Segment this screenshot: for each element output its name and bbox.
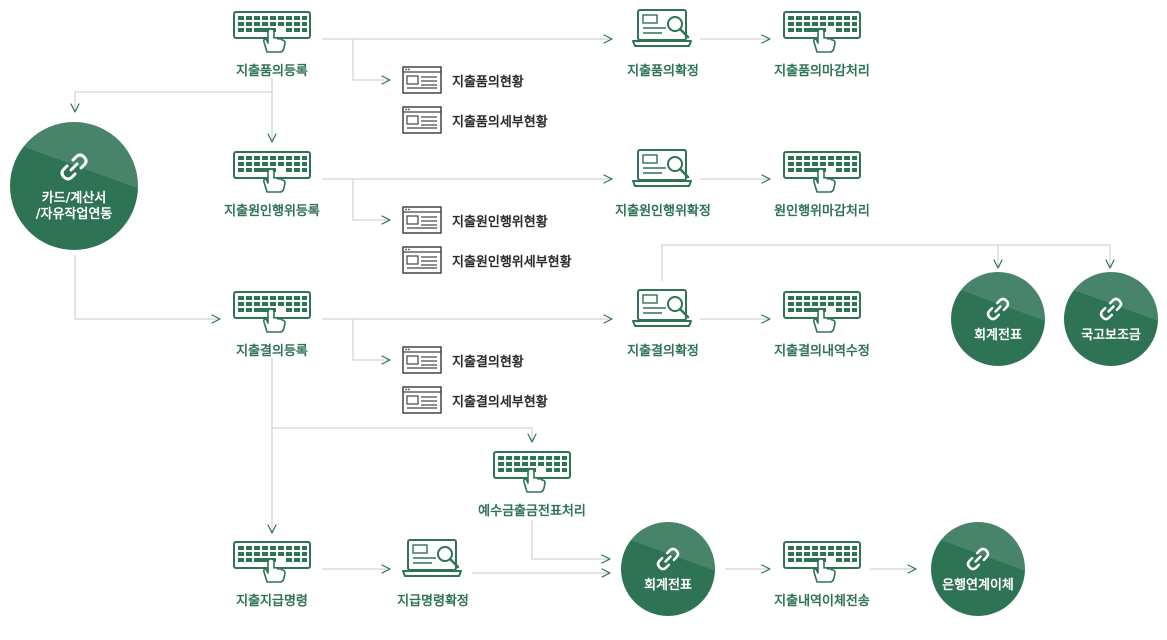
document-list-icon xyxy=(402,246,442,278)
document-list-icon xyxy=(402,66,442,98)
cause-deadline-label[interactable]: 원인행위마감처리 xyxy=(774,204,870,219)
keyboard-hand-icon xyxy=(233,540,311,588)
chain-link-icon xyxy=(656,547,680,571)
keyboard-hand-icon xyxy=(233,290,311,338)
document-list-icon xyxy=(402,206,442,238)
keyboard-hand-icon xyxy=(233,10,311,58)
keyboard-hand-icon xyxy=(783,290,861,338)
expense-resolution-status-label[interactable]: 지출결의현황 xyxy=(452,355,524,370)
laptop-search-icon xyxy=(632,8,694,52)
bank-transfer-node[interactable]: 은행연계이체 xyxy=(931,522,1025,616)
chain-link-icon xyxy=(986,297,1010,321)
expense-request-deadline-label[interactable]: 지출품의마감처리 xyxy=(774,64,870,79)
expense-resolution-modify-label[interactable]: 지출결의내역수정 xyxy=(774,344,870,359)
keyboard-hand-icon xyxy=(233,150,311,198)
expense-cause-status-label[interactable]: 지출원인행위현황 xyxy=(452,215,548,230)
document-list-icon xyxy=(402,346,442,378)
document-list-icon xyxy=(402,106,442,138)
expense-resolution-register-label[interactable]: 지출결의등록 xyxy=(236,344,308,359)
chain-link-icon xyxy=(60,153,88,181)
account-voucher-node-2[interactable]: 회계전표 xyxy=(621,522,715,616)
expense-resolution-detail-status-label[interactable]: 지출결의세부현황 xyxy=(452,395,548,410)
payment-order-confirm-label[interactable]: 지급명령확정 xyxy=(397,594,469,609)
chain-link-icon xyxy=(966,547,990,571)
laptop-search-icon xyxy=(402,538,464,582)
national-subsidy-node[interactable]: 국고보조금 xyxy=(1064,272,1158,366)
deposit-withdrawal-voucher-label[interactable]: 예수금출금전표처리 xyxy=(478,504,586,519)
bank-transfer-label: 은행연계이체 xyxy=(942,578,1014,593)
account-voucher-label-2: 회계전표 xyxy=(644,578,692,593)
laptop-search-icon xyxy=(632,288,694,332)
keyboard-hand-icon xyxy=(493,450,571,498)
expense-cause-confirm-label[interactable]: 지출원인행위확정 xyxy=(615,204,711,219)
card-invoice-integration-node[interactable]: 카드/계산서 /자유작업연동 xyxy=(10,122,138,250)
keyboard-hand-icon xyxy=(783,10,861,58)
payment-order-label[interactable]: 지출지급명령 xyxy=(236,594,308,609)
expense-cause-detail-status-label[interactable]: 지출원인행위세부현황 xyxy=(452,255,572,270)
expense-resolution-confirm-label[interactable]: 지출결의확정 xyxy=(627,344,699,359)
account-voucher-node[interactable]: 회계전표 xyxy=(951,272,1045,366)
integration-line2: /자유작업연동 xyxy=(35,207,113,222)
expense-request-status-label[interactable]: 지출품의현황 xyxy=(452,75,524,90)
document-list-icon xyxy=(402,386,442,418)
chain-link-icon xyxy=(1099,297,1123,321)
integration-line1: 카드/계산서 xyxy=(41,191,107,206)
keyboard-hand-icon xyxy=(783,540,861,588)
expense-transfer-send-label[interactable]: 지출내역이체전송 xyxy=(774,594,870,609)
expense-request-confirm-label[interactable]: 지출품의확정 xyxy=(627,64,699,79)
keyboard-hand-icon xyxy=(783,150,861,198)
expense-cause-register-label[interactable]: 지출원인행위등록 xyxy=(224,204,320,219)
account-voucher-label: 회계전표 xyxy=(974,328,1022,343)
expense-request-detail-status-label[interactable]: 지출품의세부현황 xyxy=(452,115,548,130)
expense-request-register-label[interactable]: 지출품의등록 xyxy=(236,64,308,79)
national-subsidy-label: 국고보조금 xyxy=(1081,328,1141,343)
laptop-search-icon xyxy=(632,148,694,192)
